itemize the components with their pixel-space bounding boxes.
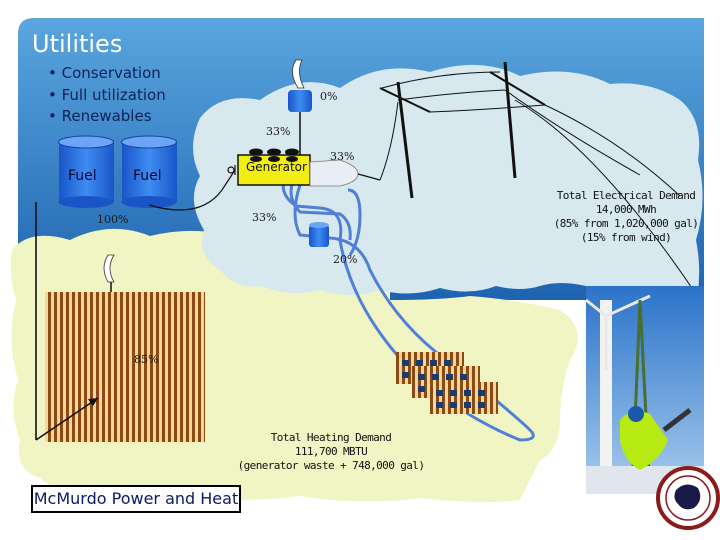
pct-to-generator: 33%: [266, 125, 291, 138]
heat-exchanger: [309, 222, 329, 247]
footer-label-box: McMurdo Power and Heat: [31, 485, 241, 513]
electrical-demand-line-1: Total Electrical Demand: [556, 189, 696, 202]
electrical-demand-line-4: (15% from wind): [580, 231, 672, 244]
electrical-cloud: [193, 64, 703, 397]
generator: [237, 148, 381, 187]
fuel-line-to-generator: [148, 165, 236, 211]
fuel-tank-2-label: Fuel: [133, 168, 162, 184]
emblem-seal: [656, 466, 720, 530]
pct-electric: 33%: [330, 150, 355, 163]
pct-heat-exchanger: 20%: [333, 253, 358, 266]
pct-exhaust: 0%: [320, 90, 338, 103]
heating-demand-line-3: (generator waste + 748,000 gal): [237, 459, 425, 472]
heating-pipe-loop: [281, 179, 535, 442]
solar-panels: [396, 352, 498, 414]
heating-demand-line-1: Total Heating Demand: [270, 431, 392, 444]
heating-demand-note: Total Heating Demand 111,700 MBTU (gener…: [236, 431, 426, 473]
pct-tank-heating: 85%: [134, 353, 159, 366]
slide-title: Utilities: [32, 30, 123, 58]
fuel-tank-1-label: Fuel: [68, 168, 97, 184]
heating-demand-line-2: 111,700 MBTU: [294, 445, 368, 458]
tank-exhaust-stack: [103, 254, 115, 292]
bullet-conservation: • Conservation: [48, 64, 161, 82]
hot-water-tank: [45, 292, 205, 442]
pct-waste-heat: 33%: [252, 211, 277, 224]
electrical-demand-note: Total Electrical Demand 14,000 MWh (85% …: [546, 189, 706, 245]
fuel-pipe: [35, 202, 99, 441]
generator-label: Generator: [246, 160, 307, 174]
fuel-tank-1: [58, 135, 114, 208]
electrical-demand-line-2: 14,000 MWh: [595, 203, 657, 216]
generator-exhaust: [288, 59, 312, 155]
wind-turbine-photo: [585, 286, 704, 495]
bullet-full-utilization: • Full utilization: [48, 86, 166, 104]
pct-fuel-in: 100%: [97, 213, 129, 226]
fuel-tank-2: [121, 135, 177, 208]
bullet-renewables: • Renewables: [48, 107, 152, 125]
electrical-demand-line-3: (85% from 1,020,000 gal): [553, 217, 699, 230]
